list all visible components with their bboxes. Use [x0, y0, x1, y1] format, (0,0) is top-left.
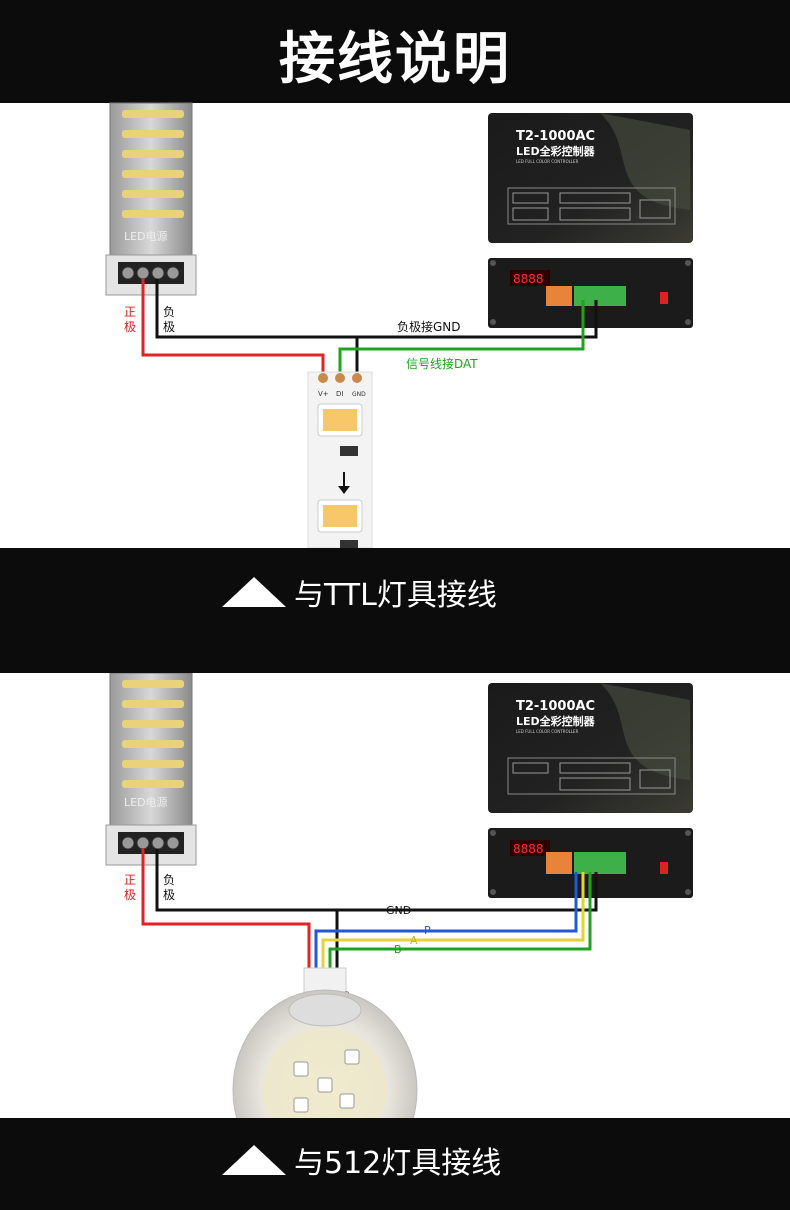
psu-label: LED电源 — [124, 229, 168, 243]
p-label: P — [424, 924, 431, 937]
gnd-label: GND — [386, 904, 411, 917]
led-strip: V+ DI GND — [307, 371, 373, 549]
green-wire-signal — [338, 300, 585, 383]
section-512-diagram: LED电源 正极 负极 T2-1000AC LED全彩控制器 LED FULL … — [105, 672, 693, 1191]
red-wire-positive-2 — [141, 849, 311, 972]
strip-pin-vplus: V+ — [318, 390, 329, 398]
controller-name-2: LED全彩控制器 — [516, 714, 596, 728]
controller-subtitle: LED FULL COLOR CONTROLLER — [516, 159, 579, 164]
section-ttl-diagram: LED电源 正极 负极 T2-1000AC LED全彩控制器 LED FU — [105, 102, 693, 549]
positive-label: 正极 — [124, 305, 136, 334]
green-wire-b — [328, 872, 592, 972]
positive-label-2: 正极 — [124, 873, 136, 902]
caption-512-text: 与512灯具接线 — [294, 1146, 502, 1181]
gnd-wire-label: 负极接GND — [397, 319, 461, 334]
caption-ttl-text: 与TTL灯具接线 — [294, 578, 497, 613]
controller-name: LED全彩控制器 — [516, 144, 596, 158]
yellow-wire-a — [321, 872, 585, 972]
caption-band-ttl: 与TTL灯具接线 — [0, 548, 790, 673]
caption-band-512: 与512灯具接线 — [0, 1118, 790, 1210]
blue-wire-p — [314, 872, 578, 972]
triangle-icon — [222, 1145, 286, 1175]
red-wire-positive — [141, 279, 325, 383]
caption-512: 与512灯具接线 — [222, 1140, 502, 1181]
negative-label: 负极 — [163, 305, 175, 334]
a-label: A — [410, 934, 418, 947]
title-banner: 接线说明 — [0, 0, 790, 103]
page-title: 接线说明 — [279, 27, 511, 92]
controller-terminal-panel-2: 8888 — [488, 828, 693, 898]
power-supply-unit-2: LED电源 — [105, 672, 197, 866]
negative-label-2: 负极 — [163, 873, 175, 902]
power-supply-unit: LED电源 — [105, 102, 197, 296]
psu-label-2: LED电源 — [124, 795, 168, 809]
controller-subtitle-2: LED FULL COLOR CONTROLLER — [516, 729, 579, 734]
strip-pin-di: DI — [336, 390, 343, 398]
signal-wire-label: 信号线接DAT — [406, 356, 478, 371]
strip-pin-gnd: GND — [352, 391, 366, 398]
controller-top-panel-2: T2-1000AC LED全彩控制器 LED FULL COLOR CONTRO… — [488, 683, 693, 813]
svg-text:8888: 8888 — [513, 272, 544, 286]
controller-terminal-panel: 8888 — [488, 258, 693, 328]
controller-top-panel: T2-1000AC LED全彩控制器 LED FULL COLOR CONTRO… — [488, 113, 693, 243]
controller-model: T2-1000AC — [516, 129, 595, 144]
black-wire-gnd-2 — [155, 849, 598, 912]
black-wire-negative — [155, 279, 598, 339]
caption-ttl: 与TTL灯具接线 — [222, 572, 497, 613]
svg-text:8888: 8888 — [513, 842, 544, 856]
triangle-icon — [222, 577, 286, 607]
controller-model-2: T2-1000AC — [516, 699, 595, 714]
b-label: B — [394, 943, 402, 956]
